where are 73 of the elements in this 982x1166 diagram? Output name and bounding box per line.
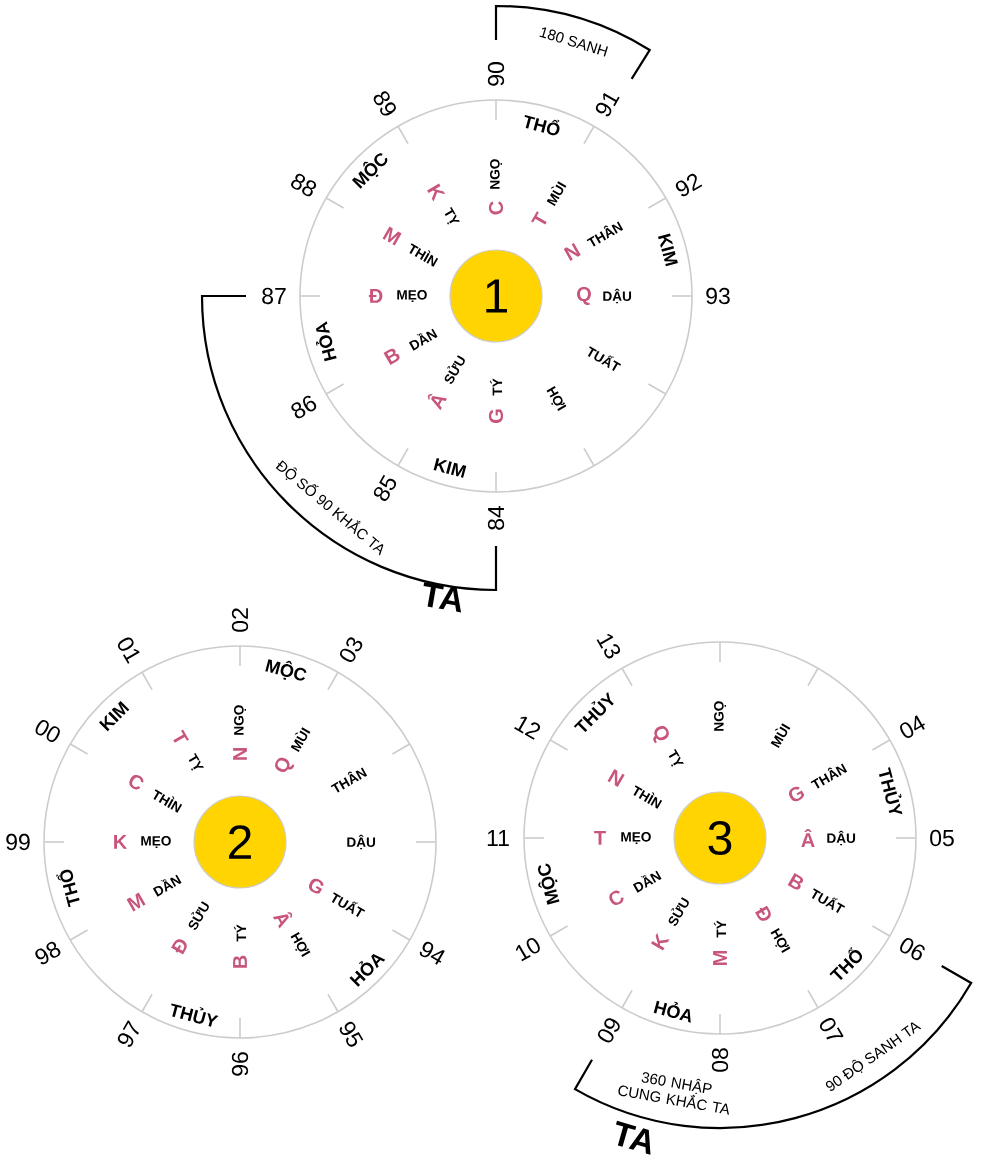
letter-label: Â bbox=[427, 393, 448, 411]
element-label: HỎA bbox=[653, 1000, 691, 1023]
degree-number: 92 bbox=[675, 173, 703, 197]
degree-number: 93 bbox=[706, 287, 730, 305]
degree-number: 94 bbox=[419, 941, 445, 965]
bracket-title: TA bbox=[423, 582, 462, 613]
element-label: THỦY bbox=[171, 1003, 219, 1027]
degree-number: 97 bbox=[117, 1020, 139, 1047]
degree-number: 07 bbox=[820, 1018, 844, 1040]
degree-number: 01 bbox=[118, 637, 140, 664]
degree-number: 95 bbox=[339, 1021, 364, 1047]
letter-label: Q bbox=[275, 757, 295, 773]
element-label: THỦY bbox=[879, 767, 903, 815]
letter-label: G bbox=[488, 409, 504, 423]
degree-number: 98 bbox=[35, 941, 61, 965]
degree-number: 10 bbox=[515, 937, 540, 962]
degree-number: 85 bbox=[373, 474, 397, 501]
degree-number: 06 bbox=[900, 937, 925, 961]
letter-label: Q bbox=[577, 287, 591, 305]
degree-number: 12 bbox=[514, 716, 541, 740]
letter-label: T bbox=[173, 729, 189, 743]
degree-number: 99 bbox=[6, 833, 30, 851]
letter-label: C bbox=[488, 201, 504, 215]
degree-number: 87 bbox=[262, 287, 286, 305]
letter-label: N bbox=[563, 243, 581, 261]
letter-label: C bbox=[609, 890, 624, 905]
degree-number: 13 bbox=[596, 633, 621, 659]
letter-label: B bbox=[233, 955, 247, 968]
letter-label: M bbox=[126, 892, 146, 912]
letter-label: T bbox=[531, 211, 547, 225]
element-label: MỘC bbox=[538, 863, 560, 905]
element-label: HỎA bbox=[315, 321, 337, 362]
element-label: MỘC bbox=[265, 659, 307, 681]
degree-number: 89 bbox=[373, 91, 396, 116]
degree-number: 08 bbox=[711, 1048, 729, 1072]
degree-number: 00 bbox=[35, 719, 60, 742]
degree-number: 04 bbox=[900, 715, 925, 738]
degree-number: 05 bbox=[930, 829, 954, 847]
degree-number: 02 bbox=[231, 608, 249, 632]
letter-label: B bbox=[787, 873, 804, 890]
element-label: KIM bbox=[658, 233, 678, 267]
element-label: KIM bbox=[433, 457, 467, 478]
element-label: KIM bbox=[98, 700, 130, 732]
degree-number: 84 bbox=[487, 505, 505, 530]
letter-label: G bbox=[309, 878, 324, 894]
letter-label: C bbox=[129, 774, 144, 790]
letter-label: G bbox=[788, 786, 805, 802]
letter-label: M bbox=[382, 226, 402, 246]
degree-number: 91 bbox=[595, 93, 620, 117]
letter-label: Q bbox=[653, 725, 669, 744]
element-label: THỔ bbox=[524, 114, 560, 136]
letter-label: M bbox=[713, 951, 727, 965]
degree-number: 09 bbox=[597, 1018, 620, 1043]
letter-label: N bbox=[607, 769, 625, 787]
degree-number: 90 bbox=[487, 62, 505, 86]
degree-number: 03 bbox=[339, 637, 363, 662]
letter-label: Đ bbox=[368, 289, 383, 303]
letter-label: Đ bbox=[171, 939, 187, 955]
letter-label: Đ bbox=[755, 905, 771, 921]
degree-number: 86 bbox=[291, 395, 317, 419]
letter-label: T bbox=[594, 831, 606, 845]
letter-label: K bbox=[427, 183, 446, 202]
letter-label: Â bbox=[272, 911, 293, 929]
degree-number: 96 bbox=[231, 1052, 249, 1076]
letter-label: B bbox=[383, 348, 400, 365]
degree-number: 11 bbox=[487, 830, 509, 846]
letter-label: K bbox=[651, 932, 670, 951]
letter-label: N bbox=[233, 748, 247, 760]
element-label: THỔ bbox=[56, 869, 80, 908]
letter-label: Â bbox=[801, 829, 815, 847]
letter-label: K bbox=[114, 835, 128, 849]
bracket-title: TA bbox=[616, 1120, 651, 1155]
degree-number: 88 bbox=[291, 173, 317, 197]
